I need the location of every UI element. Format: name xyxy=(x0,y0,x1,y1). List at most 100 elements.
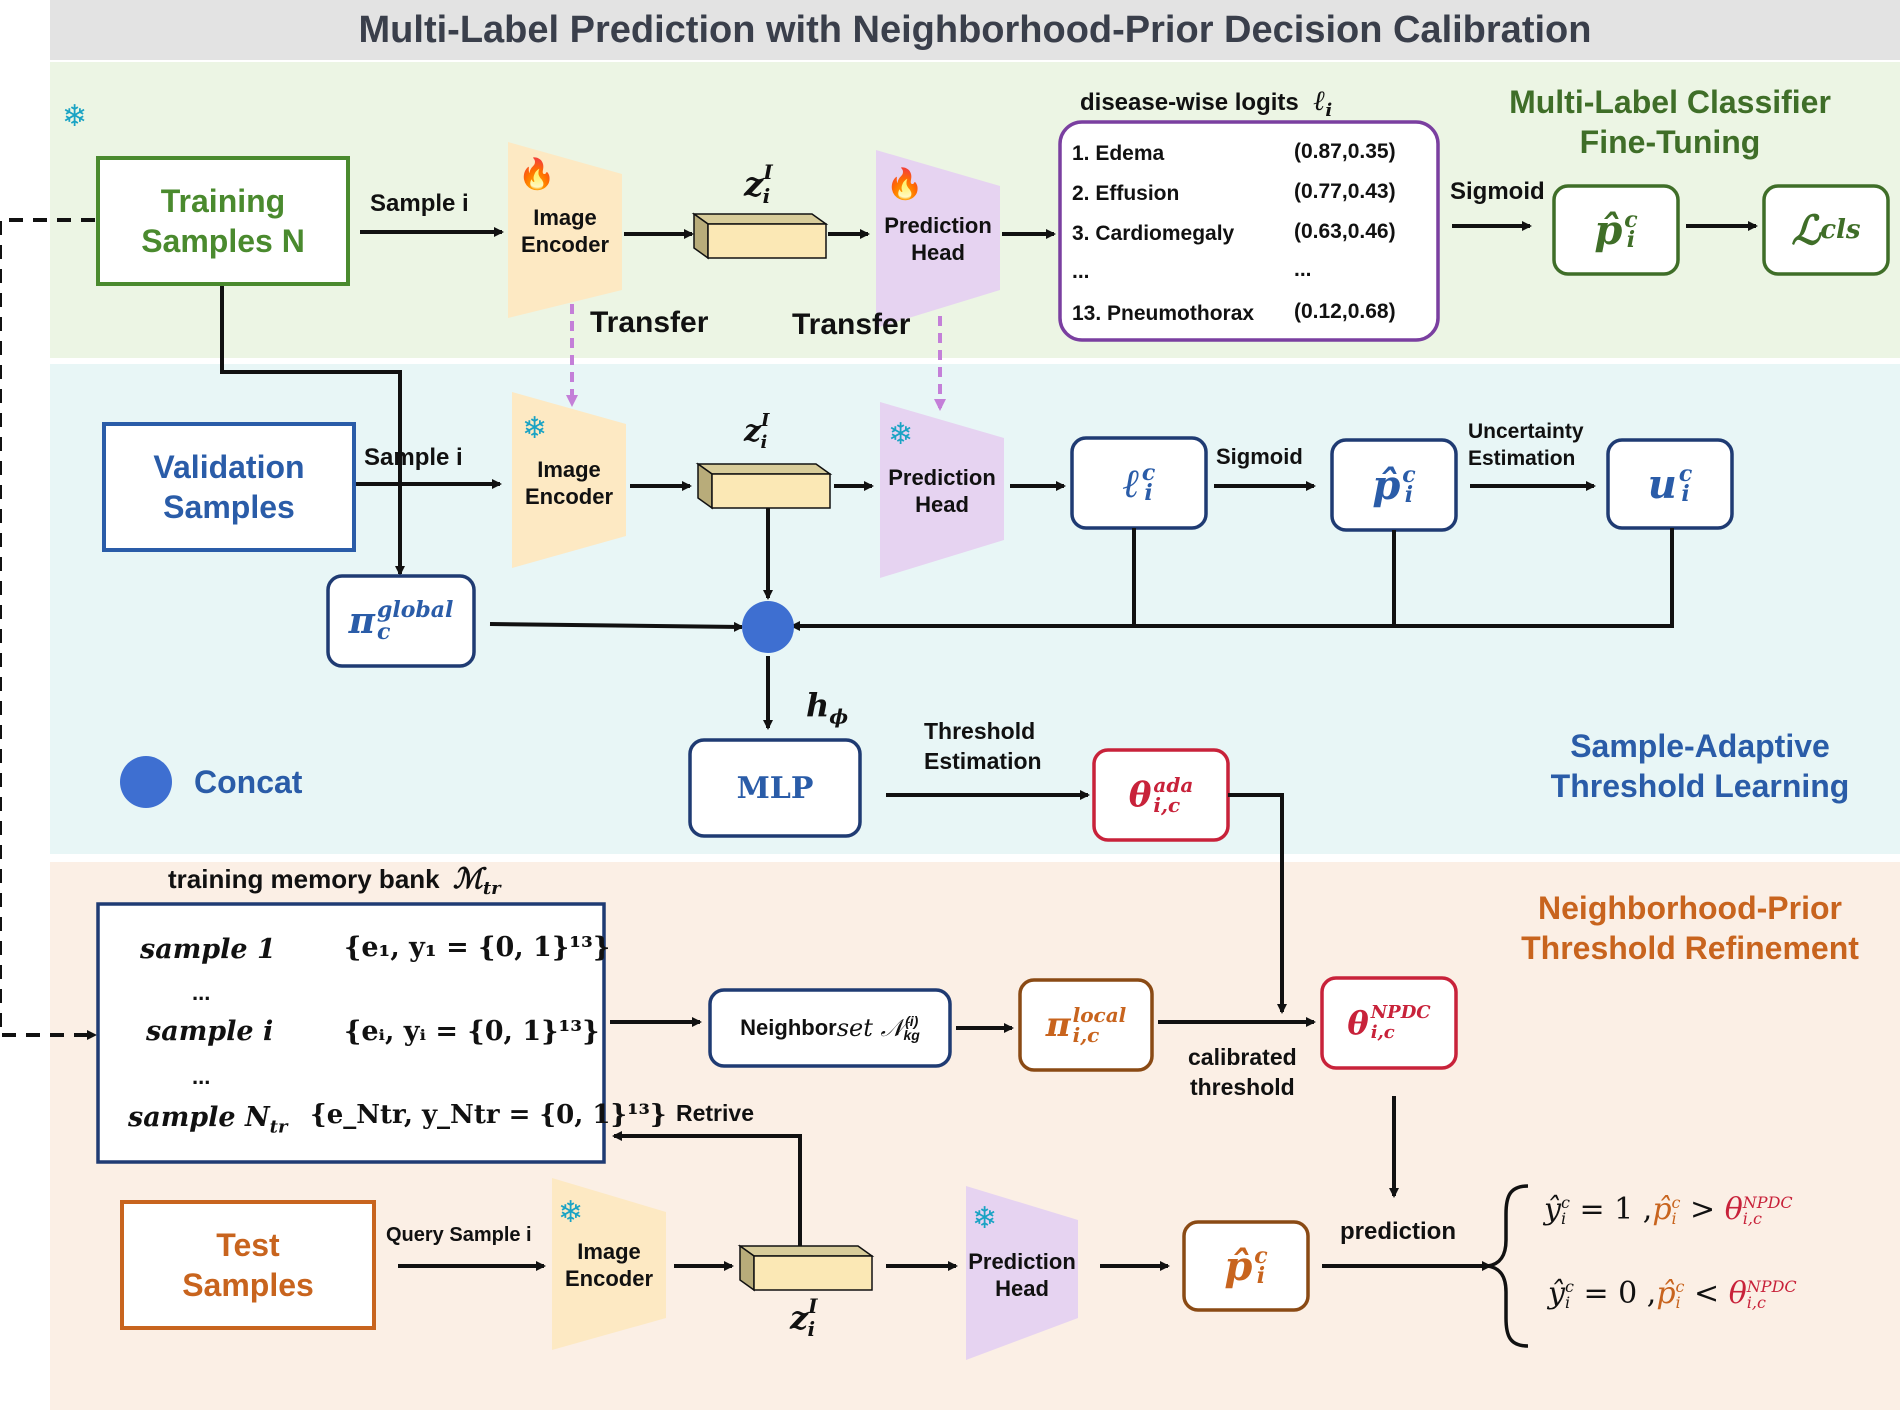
training-samples-box xyxy=(96,156,350,286)
mlp-label: MLP xyxy=(736,770,814,806)
logits-title: disease-wise logits ℓi xyxy=(1080,84,1333,121)
fire-icon: 🔥 xyxy=(518,158,556,191)
validation-samples-box xyxy=(102,422,356,552)
sigmoid-label-mid: Sigmoid xyxy=(1216,444,1303,469)
feature-label-mid: zIi xyxy=(744,410,770,453)
diagram-title: Multi-Label Prediction with Neighborhood… xyxy=(50,0,1900,60)
global-to-concat xyxy=(489,621,744,632)
memory-bank-title: training memory bank ℳtr xyxy=(168,862,501,900)
logit-row: 3. Cardiomegaly (0.63,0.46) xyxy=(1072,220,1396,245)
concat-legend-label: Concat xyxy=(194,764,303,800)
prediction-head-label-bot: Prediction Head xyxy=(968,1249,1076,1301)
output-brace xyxy=(1487,1184,1529,1348)
retrive-arrow xyxy=(612,1131,802,1248)
logit-row: 2. Effusion (0.77,0.43) xyxy=(1072,180,1396,205)
concat-node xyxy=(742,601,794,653)
section-title-refine: Neighborhood-Prior Threshold Refinement xyxy=(1521,890,1859,966)
loss-box xyxy=(1762,184,1890,276)
memory-bank-rows: sample 1 {e₁, y₁ = {0, 1}¹³} ... sample … xyxy=(98,904,667,1162)
retrive-label: Retrive xyxy=(676,1100,754,1126)
dashed-training-link xyxy=(0,218,97,1040)
logit-row: 13. Pneumothorax (0.12,0.68) xyxy=(1072,300,1396,325)
image-encoder-mid xyxy=(512,392,626,568)
training-to-global-line xyxy=(220,286,405,576)
prediction-label: prediction xyxy=(1340,1218,1457,1245)
snowflake-icon: ❄ xyxy=(558,1196,584,1229)
logit-row: ... ... xyxy=(1072,258,1312,283)
memory-bank-box xyxy=(96,902,606,1164)
sample-i-label-top: Sample i xyxy=(370,190,469,217)
threshold-estimation-label: Threshold Estimation xyxy=(924,718,1042,774)
memory-row-left: sample Ntr xyxy=(128,1102,288,1138)
prediction-head-bot xyxy=(966,1186,1078,1360)
transfer-label-right: Transfer xyxy=(792,308,911,341)
validation-samples-label: Validation Samples xyxy=(153,449,305,525)
prediction-head-label-top: Prediction Head xyxy=(884,213,992,265)
feature-block-mid xyxy=(711,473,831,509)
snowflake-icon: ❄ xyxy=(62,100,88,133)
memory-row-right: {e_Ntr, y_Ntr = {0, 1}¹³} xyxy=(310,1100,667,1130)
query-label: Query Sample i xyxy=(386,1224,532,1246)
feature-label-bot: zIi xyxy=(790,1294,818,1342)
transfer-label-left: Transfer xyxy=(590,306,709,339)
pi-local-box xyxy=(1018,978,1154,1072)
logit-row: 1. Edema (0.87,0.35) xyxy=(1072,140,1396,165)
pi-global-box xyxy=(326,574,476,668)
sigmoid-label-top: Sigmoid xyxy=(1450,178,1545,205)
theta-npdc-box xyxy=(1320,976,1458,1070)
image-encoder-label-mid: Image Encoder xyxy=(524,457,614,509)
image-encoder-label-top: Image Encoder xyxy=(520,205,610,257)
test-samples-box xyxy=(120,1200,376,1330)
uncert-to-concat xyxy=(790,528,1674,631)
training-samples-label: Training Samples N xyxy=(141,183,305,259)
section-title-finetune: Multi-Label Classifier Fine-Tuning xyxy=(1509,84,1831,160)
prediction-head-mid xyxy=(880,402,1004,578)
feature-block-top xyxy=(707,223,827,259)
prob-box-top xyxy=(1552,184,1680,276)
memory-row-dots: ... xyxy=(192,1064,211,1089)
memory-row-left: sample 1 xyxy=(140,934,276,965)
prediction-head-label-mid: Prediction Head xyxy=(888,465,996,517)
theta-ada-to-npdc xyxy=(1228,793,1287,1014)
mlp-box xyxy=(688,738,862,838)
snowflake-icon: ❄ xyxy=(888,418,914,451)
feature-block-bot xyxy=(753,1255,873,1291)
feature-label-top: zIi xyxy=(744,160,773,209)
snowflake-icon: ❄ xyxy=(522,412,548,445)
memory-row-dots: ... xyxy=(192,980,211,1005)
image-encoder-label-bot: Image Encoder xyxy=(564,1239,654,1291)
memory-row-left: sample i xyxy=(146,1016,274,1047)
prediction-head-top xyxy=(876,150,1000,328)
prob-box-bot xyxy=(1182,1220,1310,1312)
section-title-adaptive: Sample-Adaptive Threshold Learning xyxy=(1550,728,1850,804)
calibrated-threshold-label: calibrated threshold xyxy=(1188,1044,1297,1100)
h-phi-label: hϕ xyxy=(806,686,849,729)
snowflake-icon: ❄ xyxy=(972,1202,998,1235)
memory-row-right: {e₁, y₁ = {0, 1}¹³} xyxy=(344,932,611,963)
image-encoder-top xyxy=(508,142,622,318)
memory-row-right: {eᵢ, yᵢ = {0, 1}¹³} xyxy=(344,1016,600,1047)
sample-i-label-mid: Sample i xyxy=(364,444,463,471)
image-encoder-bot xyxy=(552,1178,666,1350)
neighbor-box xyxy=(708,988,952,1068)
test-samples-label: Test Samples xyxy=(182,1227,314,1303)
uncertainty-label: Uncertainty Estimation xyxy=(1468,420,1584,470)
logits-box xyxy=(1058,120,1440,342)
logit-box xyxy=(1070,436,1208,530)
concat-legend-dot xyxy=(120,756,172,808)
fire-icon: 🔥 xyxy=(886,168,924,201)
